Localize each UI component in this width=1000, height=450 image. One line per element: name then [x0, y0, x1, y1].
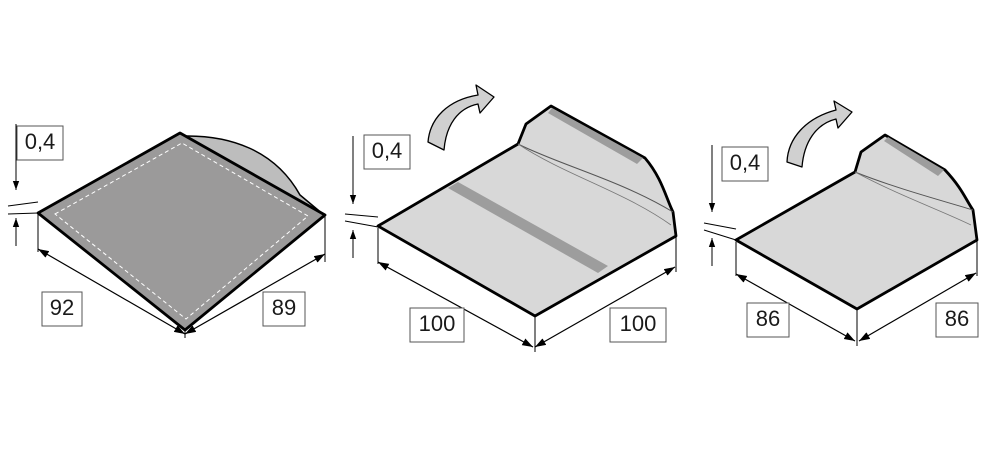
- figure-2-right-dimension-line: [534, 266, 676, 348]
- figure-1-left-dimension-line: [37, 248, 186, 335]
- figure-2-flap-stripe: [548, 108, 643, 164]
- figure-2-sheet-face: [376, 104, 678, 318]
- figure-1-right-dimension-line: [184, 253, 326, 335]
- figure-1-sheet-92x89: 0,4 92 89: [7, 124, 327, 338]
- figure-2-thickness-ext-top: [344, 213, 379, 218]
- curved-rotate-arrow-icon: [427, 84, 495, 151]
- figure-2-thickness-ext-bottom: [344, 220, 379, 228]
- figure-1-right-dim-label: 89: [272, 295, 296, 320]
- figure-2-right-dim-box: [609, 307, 667, 343]
- figure-3-thickness-box: [721, 146, 769, 182]
- figure-3-left-dimension-line: [735, 273, 856, 342]
- figure-3-right-dim-label: 86: [945, 306, 969, 331]
- figure-3-right-dimension-line: [858, 272, 977, 342]
- figure-1-thickness-ext-bottom: [7, 212, 39, 215]
- figure-2-left-dim-box: [409, 307, 465, 343]
- figure-3-right-dim-box: [935, 302, 979, 338]
- figure-3-left-dim-label: 86: [756, 306, 780, 331]
- figure-3-left-dim-box: [746, 302, 790, 338]
- figure-2-left-dimension-line: [377, 261, 534, 348]
- curved-rotate-arrow-icon: [786, 100, 853, 168]
- figure-2-fold-crease-2: [517, 143, 672, 226]
- figure-2-sheet-stripe: [448, 182, 608, 273]
- figure-3-thickness-ext-bottom: [703, 229, 737, 241]
- figure-2-sheet-100x100: 0,4 100 100: [344, 84, 678, 352]
- figure-2-right-dim-label: 100: [620, 311, 657, 336]
- figure-2-thickness-box: [363, 134, 411, 170]
- figure-1-left-dim-box: [41, 291, 83, 327]
- figure-3-flap-stripe: [884, 137, 944, 176]
- figure-1-thickness-box: [16, 125, 64, 161]
- figure-3-thickness-ext-top: [703, 222, 737, 230]
- figure-1-thickness-ext-top: [7, 201, 39, 207]
- figure-2-thickness-label: 0,4: [372, 138, 403, 163]
- figure-2-left-dim-label: 100: [419, 311, 456, 336]
- figure-3-thickness-label: 0,4: [730, 150, 761, 175]
- figure-3-sheet-86x86: 0,4 86 86: [703, 100, 979, 346]
- figure-3-fold-crease-2: [854, 171, 972, 226]
- figure-1-right-dim-box: [262, 291, 306, 327]
- figure-3-sheet-face: [734, 133, 979, 311]
- figure-3-fold-crease: [854, 171, 974, 211]
- figure-2-fold-crease: [517, 143, 674, 213]
- figure-1-left-dim-label: 92: [50, 295, 74, 320]
- figure-1-thickness-label: 0,4: [25, 129, 56, 154]
